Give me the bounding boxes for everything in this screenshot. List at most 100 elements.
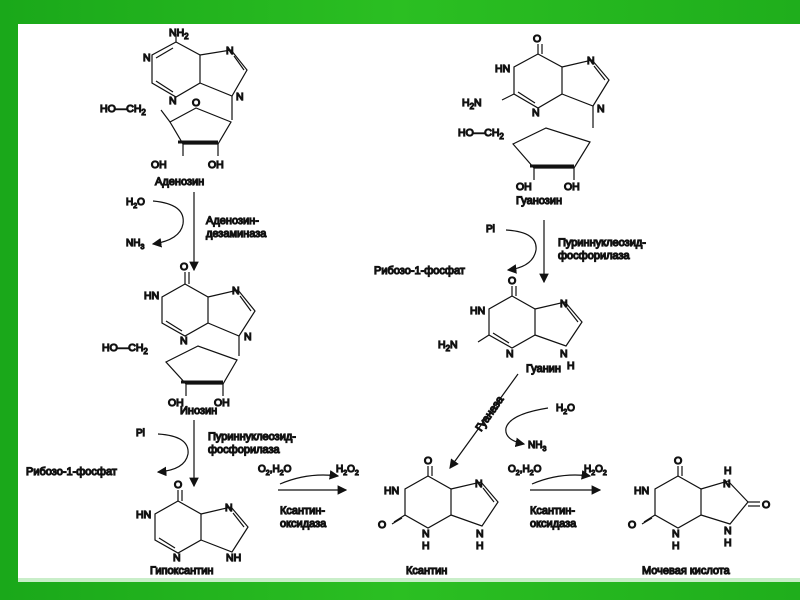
xo-left-input: O2,H2O xyxy=(258,464,292,477)
guanine-structure xyxy=(477,286,583,349)
uric-acid-o2: O xyxy=(628,519,636,531)
uric-acid-o6: O xyxy=(674,455,682,467)
guanase-side-arrow xyxy=(505,407,549,448)
pnp-right-label-2: фосфорилаза xyxy=(558,250,631,262)
adenosine-ring-o: O xyxy=(192,97,200,109)
guanosine-hn1: HN xyxy=(495,63,510,75)
hypoxanthine-name: Гипоксантин xyxy=(150,565,213,577)
deaminase-label-1: Аденозин- xyxy=(206,215,259,227)
adenosine-name: Аденозин xyxy=(155,176,204,188)
pnp-right-label-1: Пуриннуклеозид- xyxy=(558,237,646,249)
guanosine-o6: O xyxy=(533,33,541,45)
uric-acid-hn1: HN xyxy=(634,485,649,497)
xanthine-h9: H xyxy=(476,540,484,552)
inosine-n9: N xyxy=(244,331,252,343)
inosine-o6: O xyxy=(180,261,188,273)
xanthine-n7: N xyxy=(475,478,483,490)
pnp-left-side-arrow xyxy=(156,433,189,477)
uric-acid-n3: N xyxy=(672,528,680,540)
uric-acid-n9: N xyxy=(724,525,732,537)
diagram-panel: NH2 N N N N O HO—CH2 OH OH Аденозин H2O … xyxy=(18,24,800,582)
guanosine-n9: N xyxy=(597,103,605,115)
guanase-output: NH3 xyxy=(528,440,546,453)
guanosine-oh-3: OH xyxy=(516,181,532,193)
deaminase-input: H2O xyxy=(126,197,145,210)
guanine-hn1: HN xyxy=(470,305,485,317)
hypoxanthine-o6: O xyxy=(174,479,182,491)
xanthine-hn1: HN xyxy=(384,485,399,497)
guanine-name: Гуанин xyxy=(526,363,561,375)
adenosine-ho-ch2: HO—CH2 xyxy=(100,103,146,117)
inosine-n7: N xyxy=(232,285,240,297)
guanase-arrow xyxy=(449,373,519,469)
pnp-left-output: Рибозо-1-фосфат xyxy=(26,466,117,478)
guanine-h9: H xyxy=(567,360,575,372)
xanthine-o6: O xyxy=(424,455,432,467)
pnp-left-label-2: фосфорилаза xyxy=(208,444,281,456)
inosine-n3: N xyxy=(180,335,188,347)
purine-catabolism-diagram: NH2 N N N N O HO—CH2 OH OH Аденозин H2O … xyxy=(25,26,770,577)
adenosine-oh-2: OH xyxy=(208,159,224,171)
guanosine-h2n: H2N xyxy=(462,97,482,111)
guanosine-ho-ch2: HO—CH2 xyxy=(458,127,504,141)
deaminase-side-arrow xyxy=(151,200,184,248)
deaminase-output: NH3 xyxy=(126,238,144,251)
xanthine-h3: H xyxy=(422,540,430,552)
xo-right-input: O2,H2O xyxy=(508,464,542,477)
hypoxanthine-hn1: HN xyxy=(136,509,151,521)
xo-left-side-arrow xyxy=(279,470,340,485)
uric-acid-n7: N xyxy=(723,478,731,490)
inosine-structure xyxy=(161,272,256,396)
inosine-oh-3: OH xyxy=(168,397,184,409)
pnp-left-input: Pi xyxy=(136,428,145,439)
adenosine-structure xyxy=(151,34,248,156)
uric-acid-h9: H xyxy=(724,537,732,549)
guanase-input: H2O xyxy=(556,403,575,416)
guanosine-name: Гуанозин xyxy=(516,195,562,207)
xanthine-name: Ксантин xyxy=(406,565,447,577)
uric-acid-h7: H xyxy=(724,465,732,477)
inosine-oh-2: OH xyxy=(214,397,230,409)
hypoxanthine-n7: N xyxy=(225,502,233,514)
xanthine-structure xyxy=(391,466,499,529)
guanine-n7: N xyxy=(560,298,568,310)
uric-acid-structure xyxy=(641,466,760,529)
uric-acid-h3: H xyxy=(672,540,680,552)
pnp-right-output: Рибозо-1-фосфат xyxy=(374,265,465,277)
inosine-hn1: HN xyxy=(144,290,159,302)
pnp-right-side-arrow xyxy=(505,229,537,274)
guanosine-structure xyxy=(501,44,610,180)
guanine-n3: N xyxy=(506,348,514,360)
hypoxanthine-structure xyxy=(154,490,249,554)
hypoxanthine-n3: N xyxy=(173,552,181,564)
guanosine-n3: N xyxy=(532,107,540,119)
guanine-n9: N xyxy=(560,348,568,360)
adenosine-nh2: NH2 xyxy=(169,27,189,41)
xanthine-n9: N xyxy=(476,528,484,540)
uric-acid-o8: O xyxy=(762,499,770,511)
deaminase-label-2: дезаминаза xyxy=(206,228,267,240)
adenosine-n3: N xyxy=(169,95,177,107)
xo-right-side-arrow xyxy=(531,470,592,485)
xanthine-o2: O xyxy=(378,519,386,531)
xo-right-output: H2O2 xyxy=(584,464,607,477)
xo-left-label-2: оксидаза xyxy=(280,518,327,530)
xo-right-label-2: оксидаза xyxy=(530,518,577,530)
uric-acid-name: Мочевая кислота xyxy=(642,565,731,577)
guanine-h2n: H2N xyxy=(438,339,458,353)
guanase-label: Гуаназа xyxy=(474,393,507,433)
adenosine-n9: N xyxy=(236,91,244,103)
xo-left-output: H2O2 xyxy=(336,464,359,477)
hypoxanthine-nh9: NH xyxy=(226,552,241,564)
pnp-left-label-1: Пуриннуклеозид- xyxy=(208,431,296,443)
xo-right-label-1: Ксантин- xyxy=(530,505,575,517)
inosine-name: Инозин xyxy=(180,405,217,417)
adenosine-oh-3: OH xyxy=(151,159,167,171)
adenosine-n1: N xyxy=(143,52,151,64)
guanine-o6: O xyxy=(508,275,516,287)
guanosine-n7: N xyxy=(587,55,595,67)
pnp-right-input: Pi xyxy=(486,224,495,235)
xanthine-n3: N xyxy=(422,528,430,540)
guanosine-oh-2: OH xyxy=(564,181,580,193)
xo-left-label-1: Ксантин- xyxy=(280,505,325,517)
